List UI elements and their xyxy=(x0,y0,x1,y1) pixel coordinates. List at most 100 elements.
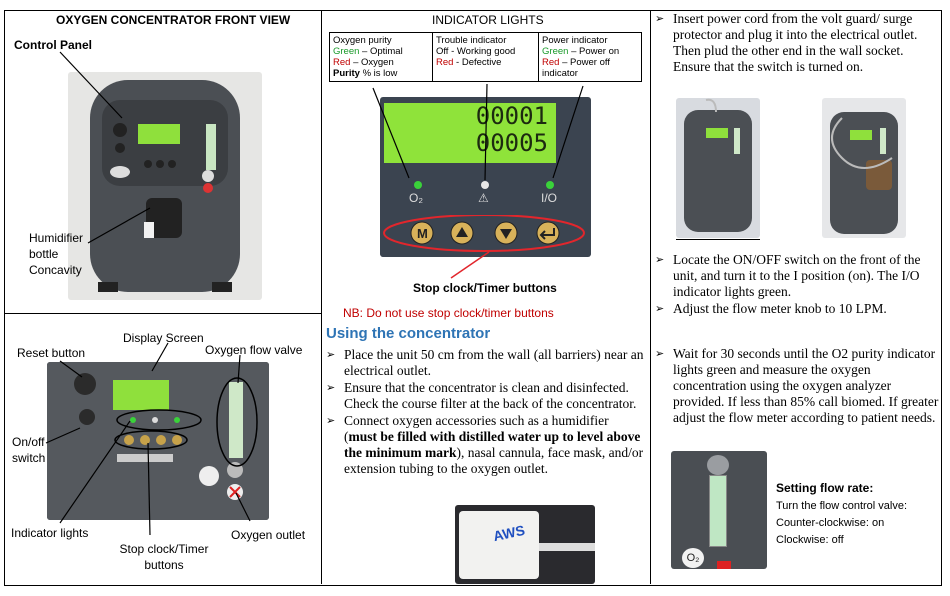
flow-knob xyxy=(707,455,729,475)
control-panel-photo xyxy=(47,362,269,520)
step-text: Connect oxygen accessories such as a hum… xyxy=(344,413,609,444)
power-heading: Power indicator xyxy=(542,35,608,46)
photo-underline xyxy=(676,239,760,240)
o2-outlet-badge: O₂ xyxy=(682,548,704,568)
step-bold-text: must be filled with distilled water up t… xyxy=(344,429,641,460)
humidifier-label-line: bottle xyxy=(29,247,59,261)
outlet-red-cap xyxy=(717,561,731,569)
unit-illustration-1 xyxy=(684,98,752,232)
left-row-divider xyxy=(4,313,321,314)
flow-line: Counter-clockwise: on xyxy=(776,517,885,529)
top-label-arrows xyxy=(59,51,151,244)
step-item: Adjust the flow meter knob to 10 LPM. xyxy=(655,301,940,317)
unit-photo-1 xyxy=(676,98,760,238)
red-word: Red xyxy=(435,57,454,68)
power-red-line: Red – Power off xyxy=(542,57,638,68)
flow-tube xyxy=(709,475,727,547)
stop-clock-label: Stop clock/Timer buttons xyxy=(116,541,212,573)
lcd-display: 00001 00005 xyxy=(384,103,556,163)
bottom-label-arrows xyxy=(45,342,251,536)
analyzer-brand: AWS xyxy=(491,521,527,545)
power-indicator-cell: Power indicator Green – Power on Red – P… xyxy=(538,32,642,82)
oxygen-flow-valve-label: Oxygen flow valve xyxy=(205,343,303,357)
step-item: Wait for 30 seconds until the O2 purity … xyxy=(655,346,940,426)
step-item: Connect oxygen accessories such as a hum… xyxy=(326,413,644,477)
stop-clock-buttons: M xyxy=(383,215,585,252)
purity-steps-list: Wait for 30 seconds until the O2 purity … xyxy=(655,346,940,427)
onoff-label-line: On/off xyxy=(12,435,45,449)
svg-text:M: M xyxy=(417,226,428,241)
control-panel-illustration xyxy=(47,362,269,520)
o2-label: O₂ xyxy=(409,191,423,205)
purity-text: % is low xyxy=(359,68,398,79)
onoff-label-line: switch xyxy=(12,451,46,465)
concentrator-illustration xyxy=(90,80,240,292)
red-word: Red xyxy=(542,57,560,68)
oxygen-purity-cell: Oxygen purity Green – Optimal Red – Oxyg… xyxy=(329,32,433,82)
oxygen-outlet-label: Oxygen outlet xyxy=(231,528,306,542)
green-word: Green xyxy=(542,46,569,57)
purity-word: Purity xyxy=(333,68,360,79)
red-text: - Defective xyxy=(453,57,502,68)
oxygen-purity-heading: Oxygen purity xyxy=(333,35,392,46)
analyzer-device: AWS xyxy=(459,511,539,579)
power-indicator-line: indicator xyxy=(542,68,578,79)
trouble-indicator-cell: Trouble indicator Off - Working good Red… xyxy=(431,32,540,82)
concentrator-photo xyxy=(68,72,262,300)
onoff-switch-label: On/off switch xyxy=(12,434,45,466)
display-screen-label: Display Screen xyxy=(123,331,204,345)
step-item: Locate the ON/OFF switch on the front of… xyxy=(655,252,940,300)
step-item: Place the unit 50 cm from the wall (all … xyxy=(326,347,644,379)
red-text: – Oxygen xyxy=(350,57,394,68)
trouble-heading: Trouble indicator xyxy=(435,35,507,46)
onoff-steps-list: Locate the ON/OFF switch on the front of… xyxy=(655,252,940,318)
lcd-bottom-value: 00005 xyxy=(475,129,548,157)
humidifier-label-line: Humidifier xyxy=(29,231,84,245)
control-panel-label: Control Panel xyxy=(14,38,93,52)
trouble-indicator-light xyxy=(481,181,489,189)
red-word: Red xyxy=(333,57,351,68)
stop-clock-label-line: buttons xyxy=(144,558,184,572)
flow-rate-instructions: Turn the flow control valve: Counter-clo… xyxy=(776,498,907,549)
flow-rate-title: Setting flow rate: xyxy=(776,481,874,495)
green-text: – Power on xyxy=(568,46,620,57)
power-green-line: Green – Power on xyxy=(542,46,638,57)
column-divider-1 xyxy=(321,10,322,584)
step-text: ), nasal cannula, face mask, and/or exte… xyxy=(344,445,644,476)
unit-photo-2 xyxy=(822,98,906,238)
indicator-lights-title: INDICATOR LIGHTS xyxy=(432,13,544,27)
stop-clock-caption: Stop clock/Timer buttons xyxy=(413,281,557,295)
power-indicator-light xyxy=(546,181,554,189)
unit-illustration-2 xyxy=(830,112,898,234)
oxygen-analyzer-photo: AWS xyxy=(455,505,595,584)
flow-line: Clockwise: off xyxy=(776,534,844,546)
indicator-arrows xyxy=(372,83,584,279)
indicator-legend-table: Oxygen purity Green – Optimal Red – Oxyg… xyxy=(329,32,642,82)
power-steps-list: Insert power cord from the volt guard/ s… xyxy=(655,11,940,76)
humidifier-label-line: Concavity xyxy=(29,263,82,277)
using-steps-list: Place the unit 50 cm from the wall (all … xyxy=(326,347,644,478)
io-label: I/O xyxy=(541,191,558,205)
warning-icon: ⚠ xyxy=(478,191,489,205)
red-text: – Power off xyxy=(559,57,610,68)
front-view-title: OXYGEN CONCENTRATOR FRONT VIEW xyxy=(56,13,291,27)
reset-button-label: Reset button xyxy=(17,346,86,360)
using-concentrator-heading: Using the concentrator xyxy=(326,325,491,342)
flow-meter-photo: O₂ xyxy=(671,451,767,569)
green-word: Green xyxy=(333,46,360,57)
oxygen-green-line: Green – Optimal xyxy=(333,46,429,57)
analyzer-tube xyxy=(539,543,595,551)
lcd-top-value: 00001 xyxy=(475,102,548,130)
trouble-off-line: Off - Working good xyxy=(435,46,516,57)
o2-indicator-light xyxy=(414,181,422,189)
indicator-lights-label: Indicator lights xyxy=(11,526,89,540)
step-item: Insert power cord from the volt guard/ s… xyxy=(655,11,940,75)
stop-clock-label-line: Stop clock/Timer xyxy=(119,542,209,556)
nb-warning: NB: Do not use stop clock/timer buttons xyxy=(343,306,554,320)
enter-button[interactable] xyxy=(536,221,560,245)
oxygen-red-line: Red – Oxygen xyxy=(333,57,429,68)
m-button[interactable] xyxy=(410,221,434,245)
oxygen-low-line: Purity % is low xyxy=(333,68,429,79)
trouble-red-line: Red - Defective xyxy=(436,57,535,68)
column-divider-2 xyxy=(650,10,651,584)
